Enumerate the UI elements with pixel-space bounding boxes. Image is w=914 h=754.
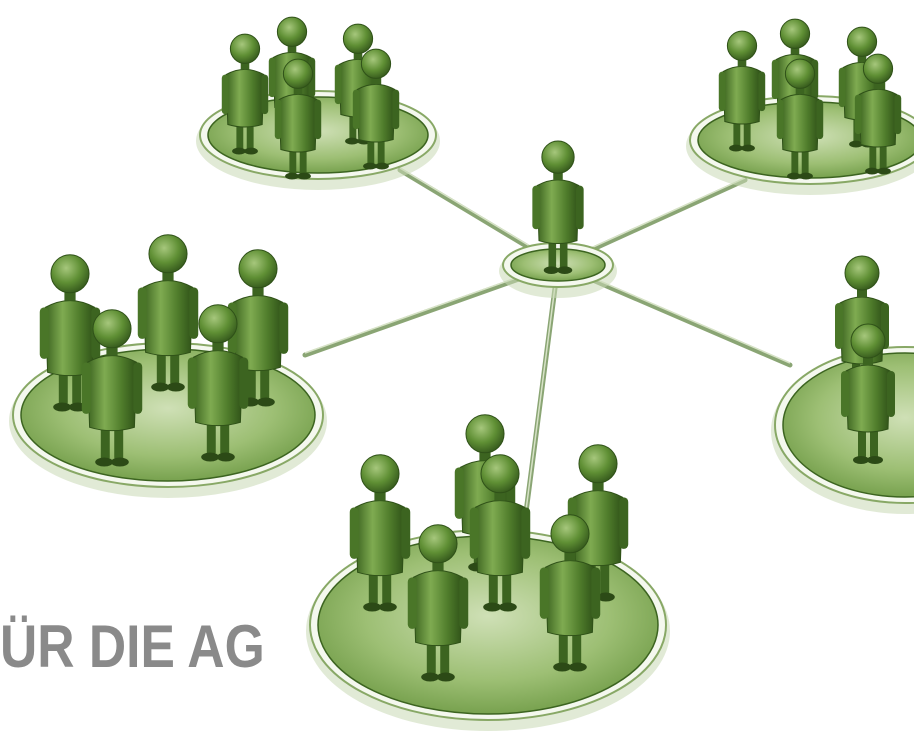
person-top-left-3	[221, 33, 269, 155]
person-mid-left-4	[187, 304, 249, 462]
person-mid-right-2	[841, 323, 895, 464]
person-top-left-4	[352, 48, 400, 170]
person-top-right-5	[776, 58, 824, 180]
person-bottom-5	[539, 514, 601, 672]
hub-platform-disc	[510, 248, 606, 282]
person-top-right-4	[854, 53, 902, 175]
connector-highlight-bottom	[524, 262, 559, 519]
person-bottom-3	[349, 454, 411, 612]
central-person	[532, 140, 584, 274]
people-figures	[39, 16, 902, 682]
caption-text: ÜR DIE AG	[0, 613, 265, 680]
person-mid-left-1	[137, 234, 199, 392]
person-bottom-4	[469, 454, 531, 612]
person-mid-left-3	[39, 254, 101, 412]
person-top-right-3	[718, 30, 766, 152]
person-bottom-6	[407, 524, 469, 682]
person-top-left-5	[274, 58, 322, 180]
person-mid-left-5	[81, 309, 143, 467]
